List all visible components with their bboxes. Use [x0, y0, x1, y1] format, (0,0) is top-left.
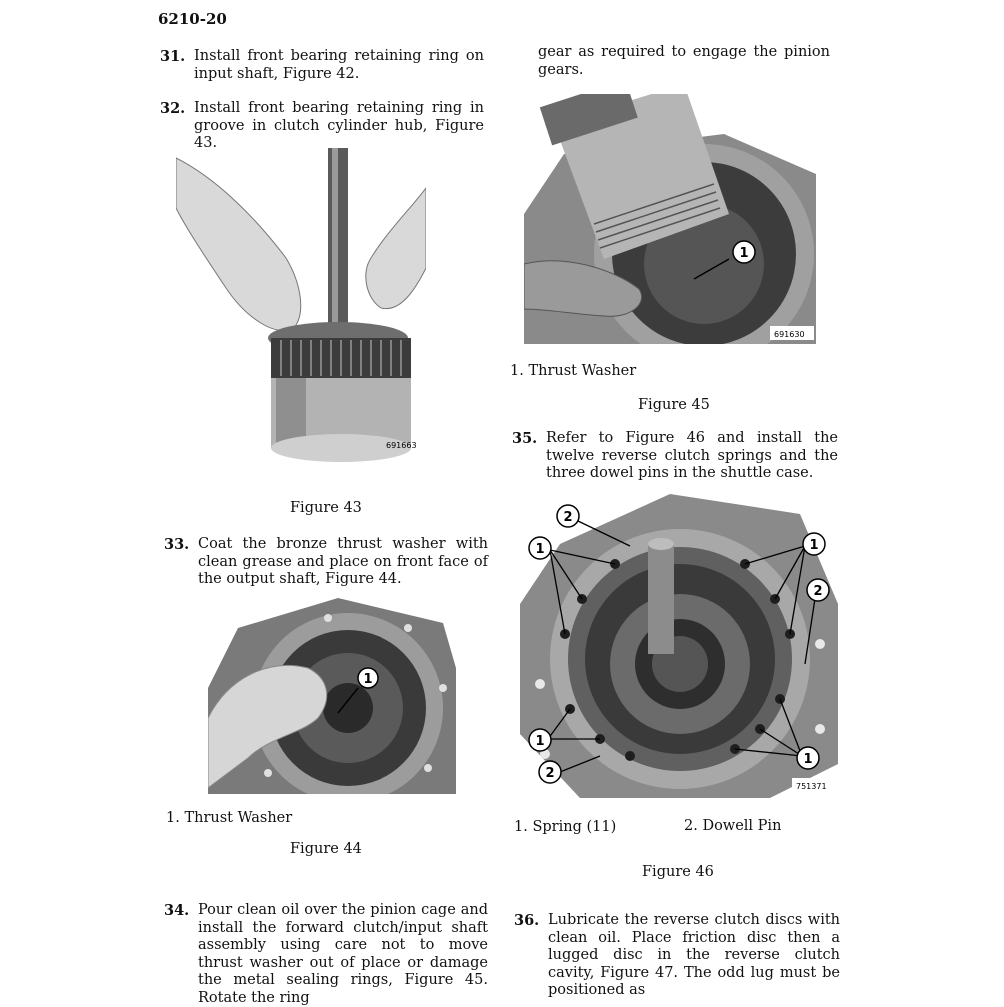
figure-code: 751371 — [796, 782, 827, 791]
figure-46-caption-dowel: 2. Dowell Pin — [684, 818, 782, 834]
callout-number: 1 — [809, 538, 818, 553]
step-text: Coat the bronze thrust washer with clean… — [198, 536, 488, 587]
step-31: 31. Install front bearing retaining ring… — [160, 48, 486, 84]
step-number: 36. — [514, 912, 540, 929]
figure-44-title: Figure 44 — [290, 841, 362, 857]
step-text: Install front bearing retaining ring on … — [194, 48, 484, 82]
step-number: 32. — [160, 100, 186, 117]
figure-44-caption: 1. Thrust Washer — [166, 810, 293, 826]
figure-43-photo: 691663 — [176, 148, 426, 468]
step-number: 33. — [164, 536, 190, 553]
callout-number: 1 — [535, 542, 544, 557]
figure-code: 691630 — [774, 330, 805, 339]
step-33: 33. Coat the bronze thrust washer with c… — [164, 536, 490, 590]
figure-46-caption-spring: 1. Spring (11) — [514, 819, 617, 835]
figure-44-photo: 1 — [208, 598, 456, 794]
figure-45-photo: 1 691630 — [524, 94, 816, 344]
callout-number: 2 — [813, 584, 822, 599]
step-text: Pour clean oil over the pinion cage and … — [198, 902, 488, 1006]
page-number: 6210-20 — [158, 10, 227, 28]
step-35: 35. Refer to Figure 46 and install the t… — [512, 430, 838, 484]
figure-46-title: Figure 46 — [642, 864, 714, 880]
figure-code: 691663 — [386, 441, 417, 450]
callout-number: 1 — [803, 752, 812, 767]
figure-46-photo: 2 1 1 2 1 2 1 751371 — [520, 494, 838, 798]
step-36: 36. Lubricate the reverse clutch discs w… — [514, 912, 840, 1002]
step-number: 34. — [164, 902, 190, 919]
step-number: 31. — [160, 48, 186, 65]
step-32: 32. Install front bearing retaining ring… — [160, 100, 486, 151]
callout-number: 2 — [545, 766, 554, 781]
callout-number: 1 — [363, 672, 372, 687]
callout-number: 2 — [563, 510, 572, 525]
step-number: 35. — [512, 430, 538, 447]
step-text: Refer to Figure 46 and install the twelv… — [546, 430, 838, 481]
callout-number: 1 — [739, 246, 748, 261]
step-text: Lubricate the reverse clutch discs with … — [548, 912, 840, 998]
figure-43-title: Figure 43 — [290, 500, 362, 516]
step-text: Install front bearing retaining ring in … — [194, 100, 484, 151]
step-34: 34. Pour clean oil over the pinion cage … — [164, 902, 490, 1006]
figure-45-caption: 1. Thrust Washer — [510, 363, 637, 379]
callout-number: 1 — [535, 734, 544, 749]
figure-45-title: Figure 45 — [638, 397, 710, 413]
step-34-continued: gear as required to engage the pinion ge… — [538, 44, 830, 78]
